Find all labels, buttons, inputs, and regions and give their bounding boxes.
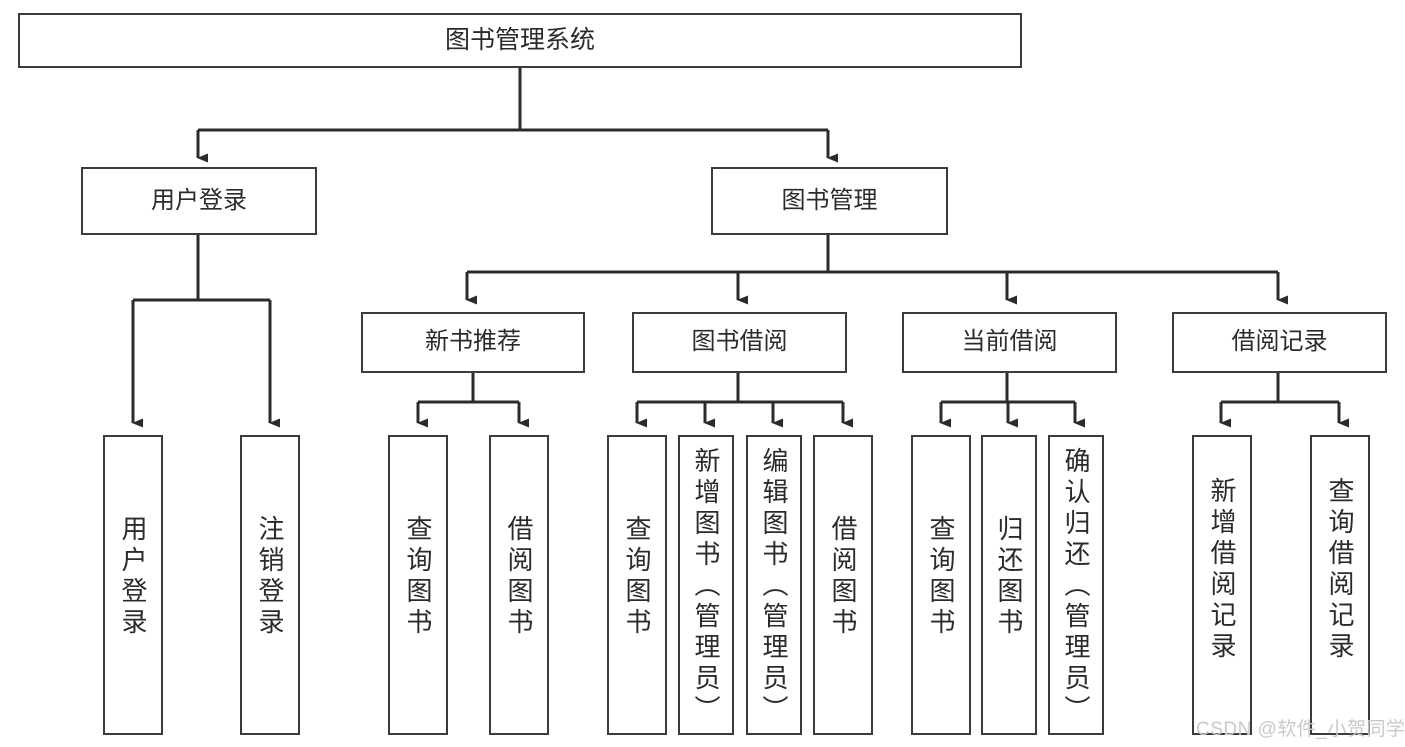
node-root-system[interactable]: 图书管理系统 bbox=[18, 13, 1022, 68]
node-label: 查询图书 bbox=[622, 515, 652, 639]
node-label: 确认归还（管理员） bbox=[1061, 447, 1091, 726]
node-label: 归还图书 bbox=[994, 515, 1024, 639]
node-current-borrow[interactable]: 当前借阅 bbox=[902, 312, 1117, 373]
node-label: 查询图书 bbox=[403, 515, 433, 639]
node-label: 当前借阅 bbox=[961, 328, 1058, 356]
node-label: 用户登录 bbox=[118, 515, 148, 639]
leaf-add-book[interactable]: 新增图书（管理员） bbox=[678, 435, 734, 735]
node-label: 注销登录 bbox=[255, 515, 285, 639]
node-new-book-recommend[interactable]: 新书推荐 bbox=[361, 312, 585, 373]
node-label: 借阅记录 bbox=[1231, 328, 1328, 356]
node-label: 新增图书（管理员） bbox=[691, 447, 721, 726]
leaf-logout[interactable]: 注销登录 bbox=[240, 435, 300, 735]
leaf-query-borrow-record[interactable]: 查询借阅记录 bbox=[1310, 435, 1370, 735]
watermark-text: CSDN @软件_小贺同学 bbox=[1196, 719, 1405, 740]
node-label: 借阅图书 bbox=[828, 515, 858, 639]
node-user-login[interactable]: 用户登录 bbox=[81, 167, 317, 235]
node-label: 图书管理系统 bbox=[444, 25, 595, 54]
node-label: 图书管理 bbox=[781, 186, 878, 214]
leaf-add-borrow-record[interactable]: 新增借阅记录 bbox=[1192, 435, 1252, 735]
node-label: 查询图书 bbox=[926, 515, 956, 639]
node-book-borrow[interactable]: 图书借阅 bbox=[632, 312, 847, 373]
node-label: 图书借阅 bbox=[691, 328, 788, 356]
node-borrow-records[interactable]: 借阅记录 bbox=[1172, 312, 1387, 373]
leaf-edit-book[interactable]: 编辑图书（管理员） bbox=[746, 435, 802, 735]
leaf-confirm-return[interactable]: 确认归还（管理员） bbox=[1048, 435, 1104, 735]
leaf-borrow-book-recommend[interactable]: 借阅图书 bbox=[489, 435, 549, 735]
node-label: 编辑图书（管理员） bbox=[759, 447, 789, 726]
leaf-query-book-recommend[interactable]: 查询图书 bbox=[388, 435, 448, 735]
node-label: 新书推荐 bbox=[425, 328, 521, 356]
node-label: 用户登录 bbox=[151, 186, 247, 214]
leaf-return-book[interactable]: 归还图书 bbox=[981, 435, 1037, 735]
node-label: 借阅图书 bbox=[504, 515, 534, 639]
leaf-user-login[interactable]: 用户登录 bbox=[103, 435, 163, 735]
node-book-management[interactable]: 图书管理 bbox=[711, 167, 948, 235]
leaf-query-book-current[interactable]: 查询图书 bbox=[911, 435, 971, 735]
node-label: 新增借阅记录 bbox=[1207, 477, 1237, 663]
leaf-borrow-book-borrow[interactable]: 借阅图书 bbox=[813, 435, 873, 735]
node-label: 查询借阅记录 bbox=[1325, 477, 1355, 663]
leaf-query-book-borrow[interactable]: 查询图书 bbox=[607, 435, 667, 735]
